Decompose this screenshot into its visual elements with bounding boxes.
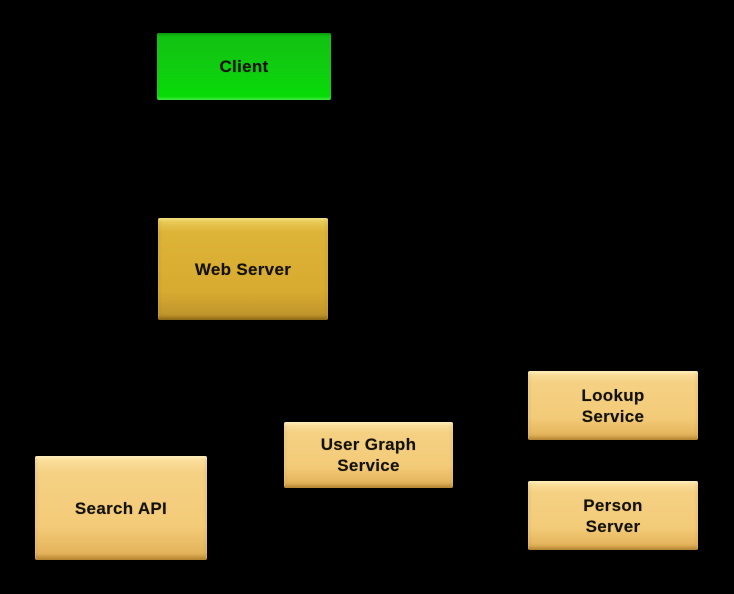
node-lookup-service[interactable]: Lookup Service (528, 371, 698, 440)
node-search-api-label: Search API (74, 498, 168, 518)
node-client[interactable]: Client (157, 33, 331, 100)
node-person-server-label: Person Server (583, 495, 643, 536)
node-search-api[interactable]: Search API (35, 456, 207, 560)
node-user-graph-service[interactable]: User Graph Service (284, 422, 453, 488)
node-client-label: Client (219, 57, 269, 76)
node-lookup-service-label: Lookup Service (581, 385, 645, 426)
node-person-server[interactable]: Person Server (528, 481, 698, 550)
node-user-graph-service-label: User Graph Service (320, 435, 417, 475)
node-web-server[interactable]: Web Server (158, 218, 328, 320)
node-web-server-label: Web Server (194, 259, 292, 279)
